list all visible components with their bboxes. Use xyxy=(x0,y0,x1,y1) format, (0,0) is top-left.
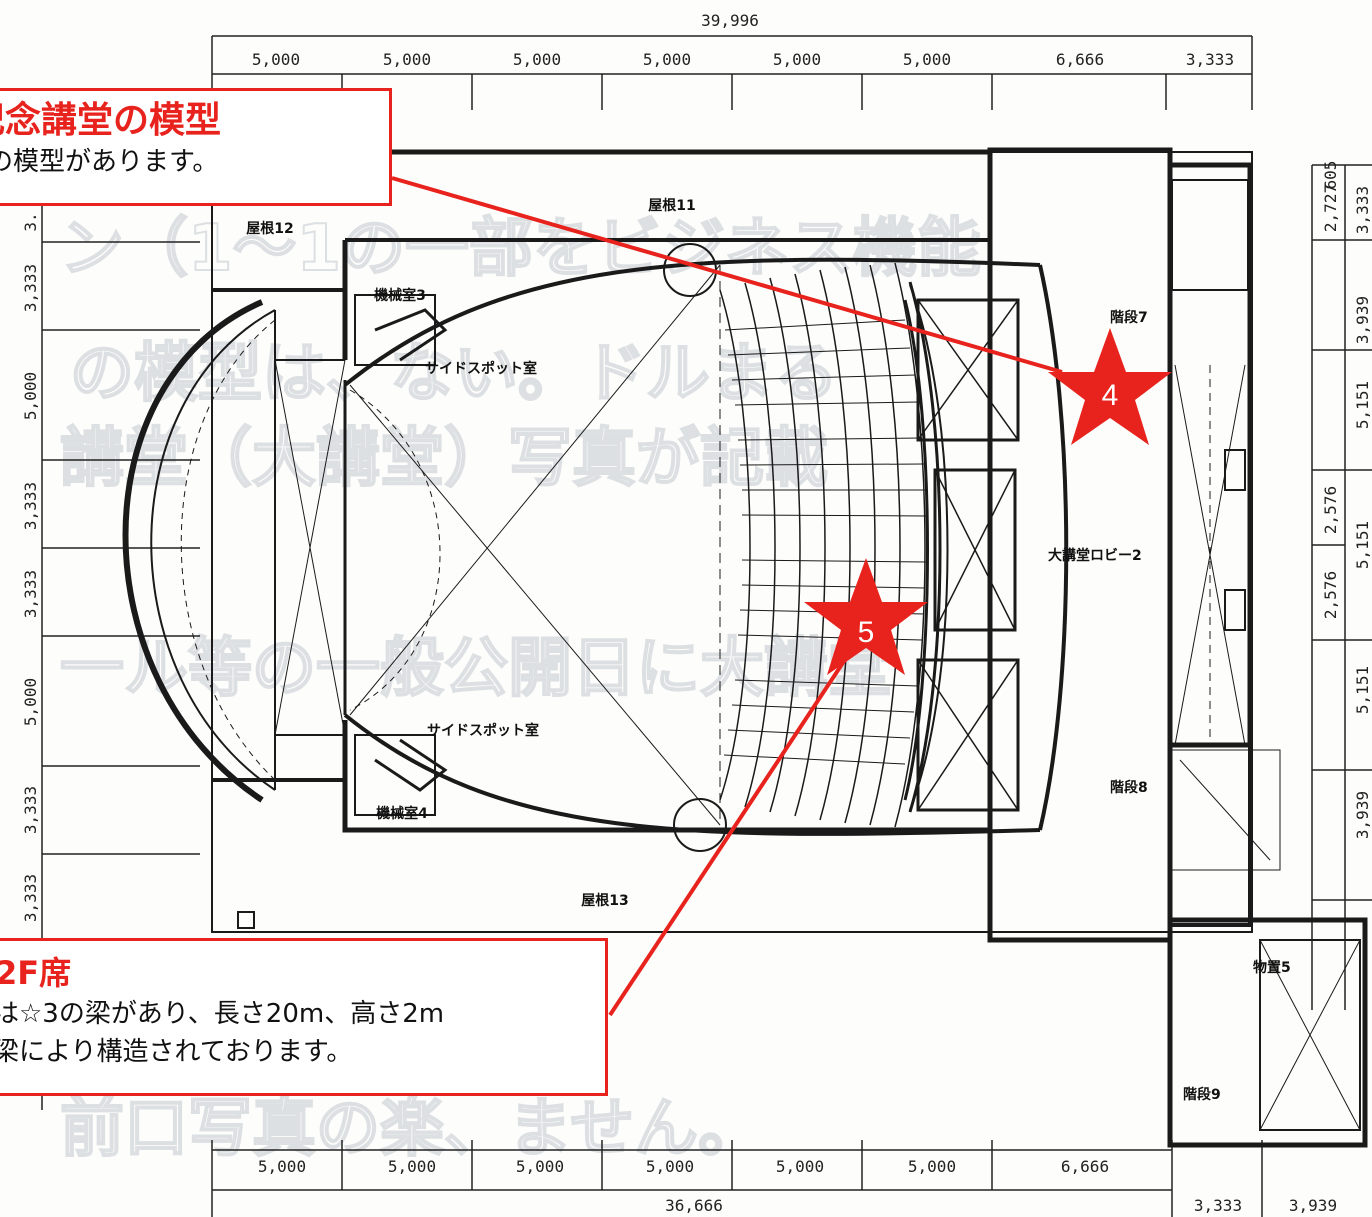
dimension-label: 2,576 xyxy=(1321,571,1340,619)
leader-line-4 xyxy=(391,176,1063,374)
callout-title: 記念講堂の模型 xyxy=(0,100,222,141)
dimension-label: 5,000 xyxy=(908,1157,956,1176)
dimension-label: 5,000 xyxy=(383,50,431,69)
star-number: 4 xyxy=(1102,379,1119,412)
dimension-label: 5,000 xyxy=(903,50,951,69)
dimension-label: 6,666 xyxy=(1061,1157,1109,1176)
dimension-label: 2,727 xyxy=(1321,184,1340,232)
background-text-line: 前口写真の楽、ません。 xyxy=(60,1092,762,1166)
dimension-label: 5,000 xyxy=(21,678,40,726)
star-marker-5[interactable]: 5 xyxy=(804,558,928,675)
dimension-label: 5,000 xyxy=(21,372,40,420)
callout-body: は☆3の梁があり、長さ20m、高さ2m xyxy=(0,999,445,1029)
dimension-label: 3. xyxy=(21,212,40,231)
room-label-storage5: 物置5 xyxy=(1253,959,1291,976)
leader-line-5 xyxy=(608,638,860,1017)
dimension-label: 5,000 xyxy=(643,50,691,69)
background-text: ン（1〜1の一部をビジネス機能 の模型は、ない。ドルまる 講堂（大講堂）写真が記… xyxy=(59,211,982,1167)
room-label-roof11: 屋根11 xyxy=(648,197,695,214)
room-label-machine3: 機械室3 xyxy=(374,287,426,304)
room-label-machine4: 機械室4 xyxy=(376,805,428,822)
dimension-label: 5,000 xyxy=(258,1157,306,1176)
dimension-label: 5,000 xyxy=(388,1157,436,1176)
dimension-label: 2,576 xyxy=(1321,486,1340,534)
dimension-label: 6,666 xyxy=(1056,50,1104,69)
room-label-roof12: 屋根12 xyxy=(246,220,293,237)
dimension-label: 3,333 xyxy=(1353,186,1372,234)
dimension-label: 5,151 xyxy=(1353,381,1372,429)
dimension-label: 3,333 xyxy=(1186,50,1234,69)
room-label-stair7: 階段7 xyxy=(1110,309,1148,326)
dimension-label: 3,939 xyxy=(1289,1196,1337,1215)
dimension-label: 3,333 xyxy=(21,264,40,312)
dimension-label: 5,000 xyxy=(252,50,300,69)
dimension-label: 5,000 xyxy=(516,1157,564,1176)
room-labels: 屋根11 屋根12 屋根13 機械室3 機械室4 サイドスポット室 サイドスポッ… xyxy=(246,197,1290,1103)
dimension-label: 5,151 xyxy=(1353,521,1372,569)
room-label-side-spot-top: サイドスポット室 xyxy=(425,360,537,377)
background-text-line: 一ル等の一般公開日に大講堂 xyxy=(60,632,892,706)
dimension-lines xyxy=(41,35,1372,1217)
dimension-label: 3,333 xyxy=(21,786,40,834)
room-label-stair8: 階段8 xyxy=(1110,779,1148,796)
callout-model: 記念講堂の模型 堂の模型があります。 xyxy=(0,88,392,206)
dimension-label: 5,000 xyxy=(513,50,561,69)
room-label-stair9: 階段9 xyxy=(1183,1086,1221,1103)
star-number: 5 xyxy=(858,616,875,649)
callout-body: 梁により構造されております。 xyxy=(0,1037,353,1067)
dimension-label: 5,000 xyxy=(776,1157,824,1176)
dimension-label: 605 xyxy=(1321,161,1340,190)
dimension-label: 3,333 xyxy=(1194,1196,1242,1215)
star-icon xyxy=(1048,328,1172,445)
stage xyxy=(122,243,1041,852)
room-label-side-spot-bottom: サイドスポット室 xyxy=(427,722,539,739)
background-text-line: ン（1〜1の一部をビジネス機能 xyxy=(60,212,981,286)
leader-lines xyxy=(391,176,1063,1017)
dimension-labels: 39,996 5,000 5,000 5,000 5,000 5,000 5,0… xyxy=(21,11,1372,1215)
dimension-label: 39,996 xyxy=(701,11,759,30)
dimension-label: 3,333 xyxy=(21,874,40,922)
callout-title: 2F席 xyxy=(0,954,72,992)
dimension-label: 3,939 xyxy=(1353,791,1372,839)
dimension-label: 3,333 xyxy=(21,482,40,530)
dimension-label: 3,939 xyxy=(1353,296,1372,344)
room-label-roof13: 屋根13 xyxy=(581,892,628,909)
star-marker-4[interactable]: 4 xyxy=(1048,328,1172,445)
dimension-label: 5,151 xyxy=(1353,666,1372,714)
dimension-label: 5,000 xyxy=(646,1157,694,1176)
dimension-label: 5,000 xyxy=(773,50,821,69)
star-icon xyxy=(804,558,928,675)
callout-body: 堂の模型があります。 xyxy=(0,147,219,177)
seating xyxy=(719,262,1069,831)
room-label-lobby: 大講堂ロビー2 xyxy=(1048,547,1142,564)
dimension-label: 3,333 xyxy=(21,570,40,618)
callout-2f-seats: 2F席 は☆3の梁があり、長さ20m、高さ2m 梁により構造されております。 xyxy=(0,938,608,1096)
dimension-label: 36,666 xyxy=(665,1196,723,1215)
background-text-line: 講堂（大講堂）写真が記載 xyxy=(60,422,828,496)
